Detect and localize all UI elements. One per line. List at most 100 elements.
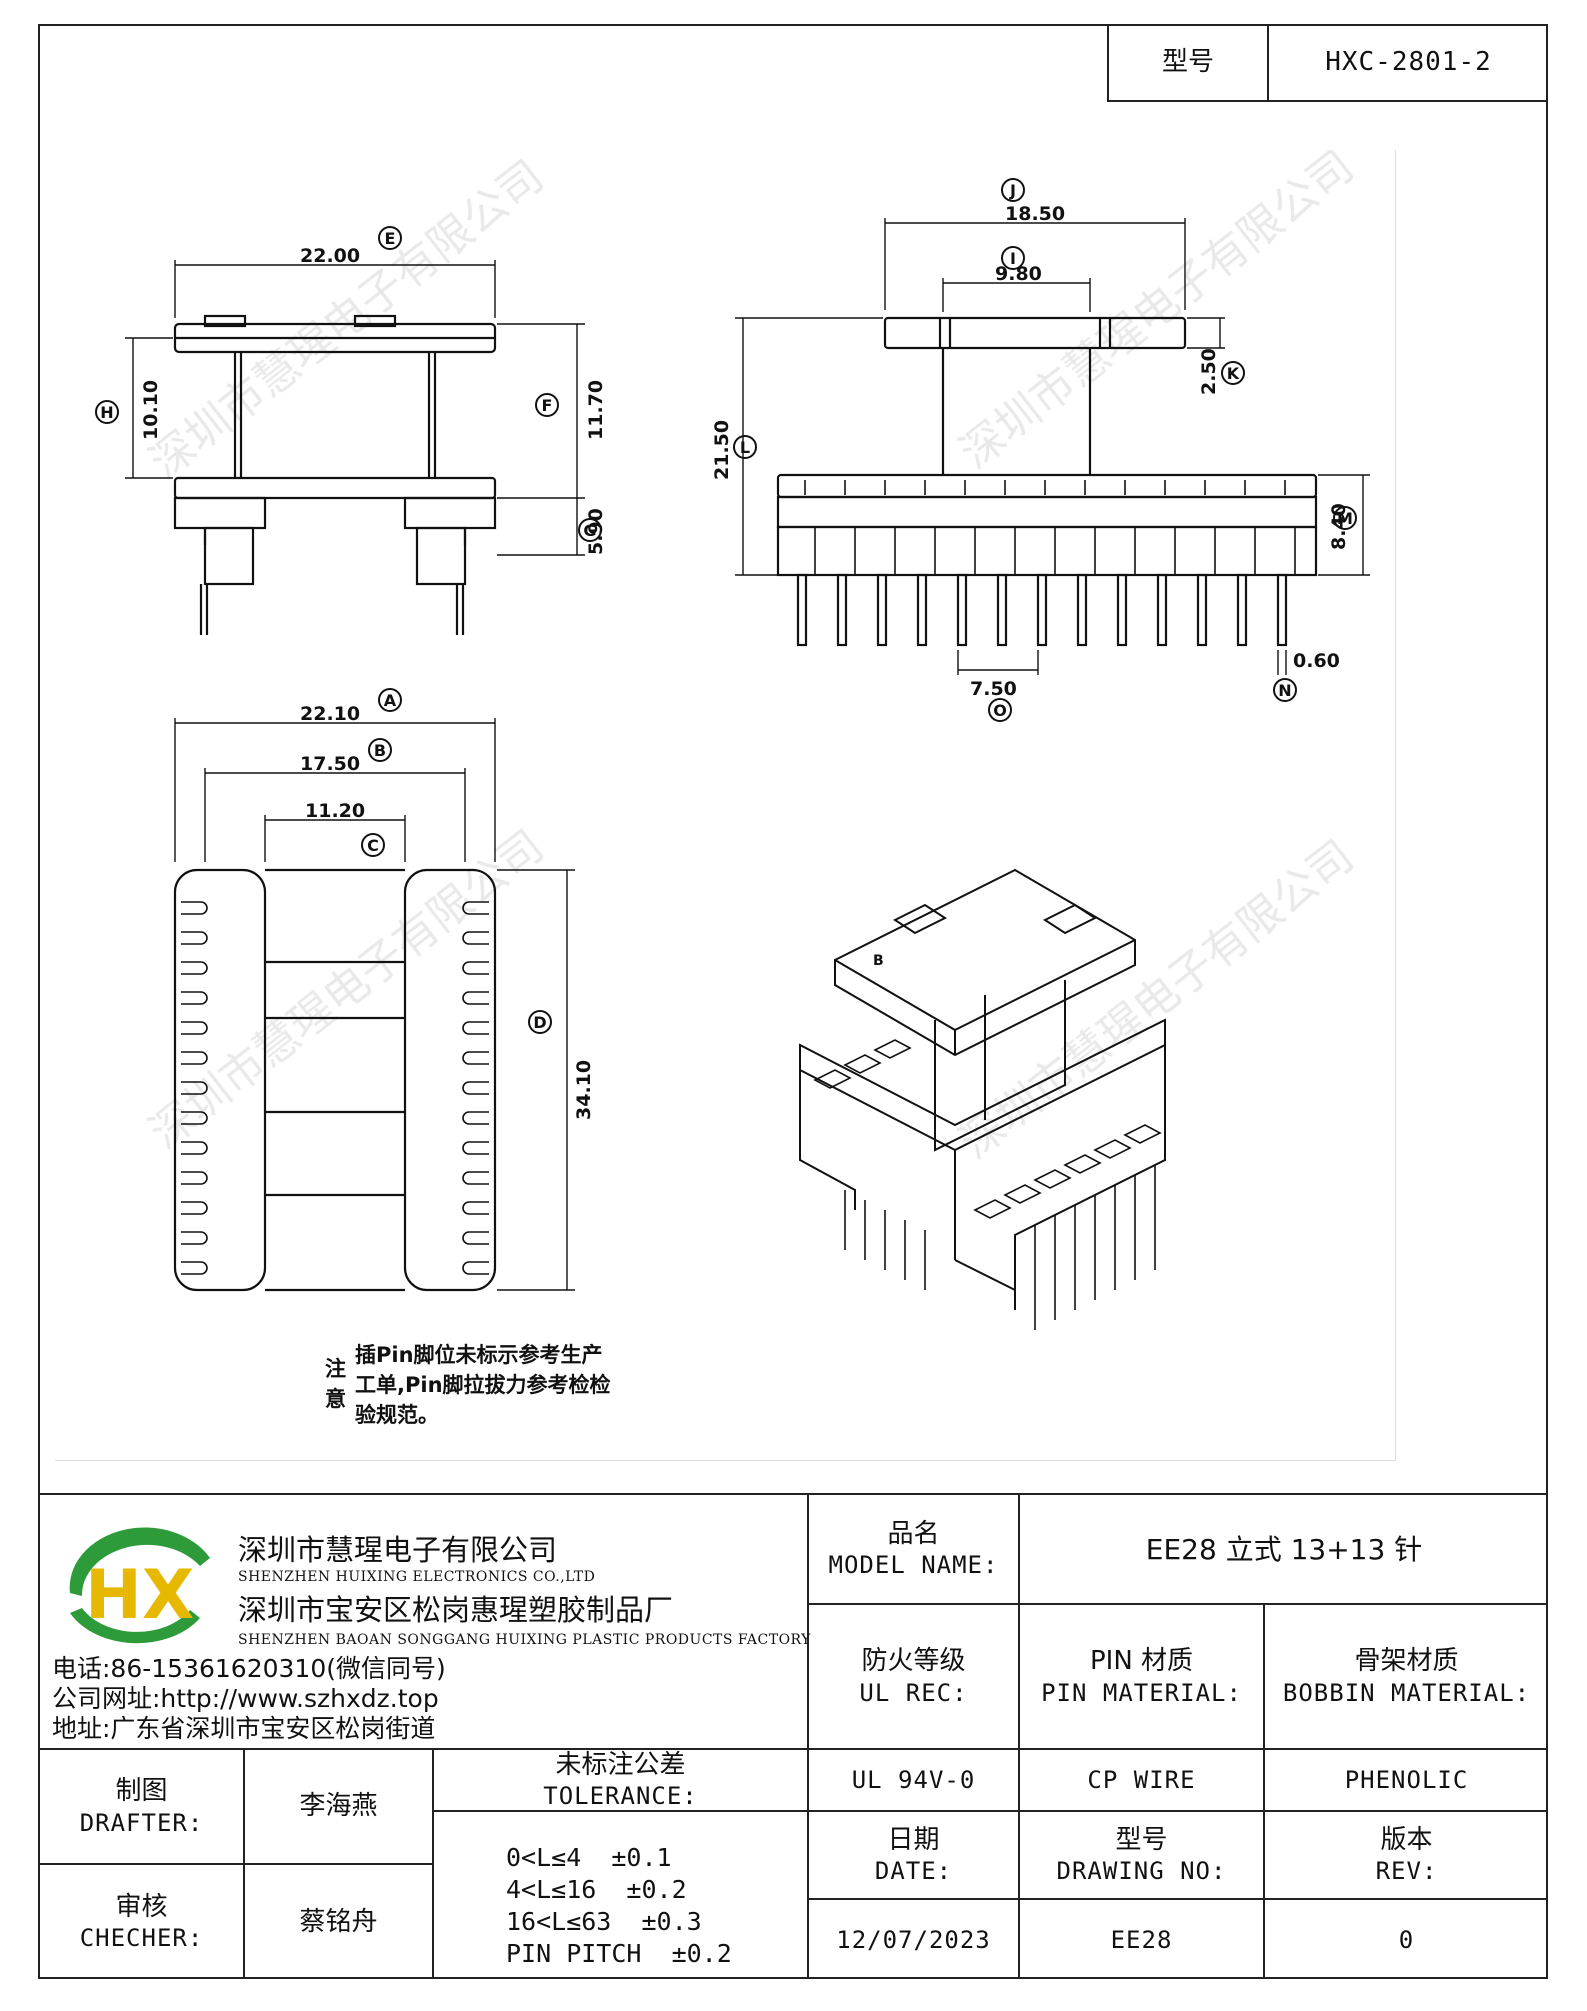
checker-value: 蔡铭舟 xyxy=(299,1906,378,1937)
technical-drawing: 深圳市慧瑆电子有限公司 深圳市慧瑆电子有限公司 深圳市慧瑆电子有限公司 深圳市慧… xyxy=(55,140,1396,1461)
watermark: 深圳市慧瑆电子有限公司 xyxy=(950,830,1363,1168)
letter-e: E xyxy=(385,229,396,248)
pin-material-label-en: PIN MATERIAL: xyxy=(1041,1678,1242,1707)
letter-n: N xyxy=(1278,681,1291,700)
drafter-value: 李海燕 xyxy=(299,1791,378,1822)
bobbin-material-label-en: BOBBIN MATERIAL: xyxy=(1282,1678,1531,1707)
tolerance-row: 4<L≤16 ±0.2 xyxy=(506,1875,687,1904)
dim-h: 10.10 xyxy=(140,380,162,440)
dim-i: 9.80 xyxy=(995,263,1042,285)
dim-b: 17.50 xyxy=(300,753,360,775)
dim-f: 11.70 xyxy=(585,380,607,440)
ul-rec-label: 防火等级 UL REC: xyxy=(809,1605,1018,1748)
tolerance-row: 16<L≤63 ±0.3 xyxy=(506,1907,702,1936)
rev-value: 0 xyxy=(1398,1925,1415,1954)
dim-k: 2.50 xyxy=(1198,348,1220,395)
drafter-label: 制图 DRAFTER: xyxy=(40,1750,243,1863)
ul-rec-label-en: UL REC: xyxy=(859,1678,968,1707)
tolerance-label-cn: 未标注公差 xyxy=(555,1749,686,1780)
model-name-value: EE28 立式 13+13 针 xyxy=(1145,1532,1423,1566)
tolerance-row: 0<L≤4 ±0.1 xyxy=(506,1843,672,1872)
tolerance-list: 0<L≤4 ±0.1 4<L≤16 ±0.2 16<L≤63 ±0.3 PIN … xyxy=(506,1842,732,1970)
dim-a: 22.10 xyxy=(300,703,360,725)
logo-text: HX xyxy=(85,1556,194,1635)
dim-c: 11.20 xyxy=(305,800,365,822)
model-name-label: 品名 MODEL NAME: xyxy=(809,1495,1018,1603)
dim-e: 22.00 xyxy=(300,245,360,267)
header-model-box: 型号 HXC-2801-2 xyxy=(1107,24,1548,102)
letter-d: D xyxy=(533,1013,546,1032)
drawing-no-label-en: DRAWING NO: xyxy=(1056,1857,1227,1886)
side-view xyxy=(735,218,1370,675)
note-label-2: 意 xyxy=(325,1387,346,1411)
letter-k: K xyxy=(1227,364,1240,383)
letter-m: M xyxy=(1337,509,1353,528)
ul-rec-label-cn: 防火等级 xyxy=(861,1646,966,1677)
bobbin-material-label-cn: 骨架材质 xyxy=(1354,1646,1459,1677)
top-view xyxy=(173,718,575,1292)
checker-label-cn: 审核 xyxy=(115,1891,168,1922)
header-model-label: 型号 xyxy=(1161,46,1214,77)
company-name-en: SHENZHEN HUIXING ELECTRONICS CO.,LTD xyxy=(238,1569,596,1585)
front-view xyxy=(125,260,585,635)
checker-label: 审核 CHECHER: xyxy=(40,1865,243,1979)
date-label: 日期 DATE: xyxy=(809,1812,1018,1898)
checker-label-en: CHECHER: xyxy=(79,1924,204,1953)
rev-label: 版本 REV: xyxy=(1265,1812,1548,1898)
date-label-en: DATE: xyxy=(874,1857,953,1886)
letter-i: I xyxy=(1010,249,1016,268)
drawing-no-label: 型号 DRAWING NO: xyxy=(1020,1812,1263,1898)
drafter-label-cn: 制图 xyxy=(115,1776,168,1807)
letter-o: O xyxy=(993,701,1007,720)
letter-g: G xyxy=(583,521,596,540)
circled-letters: E H F G J I K L M O N A B C D xyxy=(95,178,1357,1034)
rev-label-en: REV: xyxy=(1375,1857,1438,1886)
contact-website: 公司网址:http://www.szhxdz.top xyxy=(52,1684,439,1713)
note-line: 工单,Pin脚拉拔力参考检检 xyxy=(355,1373,611,1397)
drawing-frame xyxy=(38,24,1548,1979)
note-line: 插Pin脚位未标示参考生产 xyxy=(355,1343,603,1367)
dim-l: 21.50 xyxy=(711,420,733,480)
watermark: 深圳市慧瑆电子有限公司 xyxy=(140,150,553,488)
ul-rec-value: UL 94V-0 xyxy=(851,1766,976,1794)
letter-f: F xyxy=(542,396,553,415)
watermark: 深圳市慧瑆电子有限公司 xyxy=(140,820,553,1158)
letter-j: J xyxy=(1009,181,1016,200)
note-label-1: 注 xyxy=(325,1357,346,1381)
factory-name-cn: 深圳市宝安区松岗惠瑆塑胶制品厂 xyxy=(238,1593,674,1627)
dim-j: 18.50 xyxy=(1005,203,1065,225)
drawing-no-value: EE28 xyxy=(1110,1925,1173,1954)
dimension-labels: 22.00 10.10 11.70 5.90 18.50 9.80 2.50 2… xyxy=(140,203,1350,1120)
factory-name-en: SHENZHEN BAOAN SONGGANG HUIXING PLASTIC … xyxy=(238,1632,811,1648)
bobbin-material-value: PHENOLIC xyxy=(1344,1766,1469,1794)
date-label-cn: 日期 xyxy=(887,1824,940,1855)
rev-label-cn: 版本 xyxy=(1380,1824,1433,1855)
part-mark: B xyxy=(873,953,884,969)
watermark-group: 深圳市慧瑆电子有限公司 深圳市慧瑆电子有限公司 深圳市慧瑆电子有限公司 深圳市慧… xyxy=(140,140,1363,1168)
dim-o: 7.50 xyxy=(970,678,1017,700)
letter-h: H xyxy=(100,403,113,422)
company-logo: HX xyxy=(50,1518,220,1648)
isometric-view xyxy=(799,868,1166,1330)
date-value: 12/07/2023 xyxy=(836,1925,991,1954)
drawing-svg: 深圳市慧瑆电子有限公司 深圳市慧瑆电子有限公司 深圳市慧瑆电子有限公司 深圳市慧… xyxy=(95,140,1370,1330)
model-name-label-cn: 品名 xyxy=(887,1518,940,1549)
pin-material-label: PIN 材质 PIN MATERIAL: xyxy=(1020,1605,1263,1748)
tolerance-row: PIN PITCH ±0.2 xyxy=(506,1939,732,1968)
letter-b: B xyxy=(374,741,386,760)
contact-phone: 电话:86-15361620310(微信同号) xyxy=(52,1654,446,1683)
model-name-label-en: MODEL NAME: xyxy=(828,1551,999,1580)
company-name-cn: 深圳市慧瑆电子有限公司 xyxy=(238,1533,558,1567)
tolerance-label: 未标注公差 TOLERANCE: xyxy=(434,1749,807,1811)
letter-a: A xyxy=(384,691,397,710)
dim-d: 34.10 xyxy=(573,1060,595,1120)
header-model-value: HXC-2801-2 xyxy=(1325,46,1492,77)
drafter-label-en: DRAFTER: xyxy=(79,1808,204,1837)
letter-c: C xyxy=(367,836,379,855)
drawing-no-label-cn: 型号 xyxy=(1115,1824,1168,1855)
contact-address: 地址:广东省深圳市宝安区松岗街道 xyxy=(52,1714,436,1743)
pin-material-value: CP WIRE xyxy=(1087,1766,1196,1794)
bobbin-material-label: 骨架材质 BOBBIN MATERIAL: xyxy=(1265,1605,1548,1748)
dim-n: 0.60 xyxy=(1293,650,1340,672)
tolerance-label-en: TOLERANCE: xyxy=(543,1782,698,1811)
